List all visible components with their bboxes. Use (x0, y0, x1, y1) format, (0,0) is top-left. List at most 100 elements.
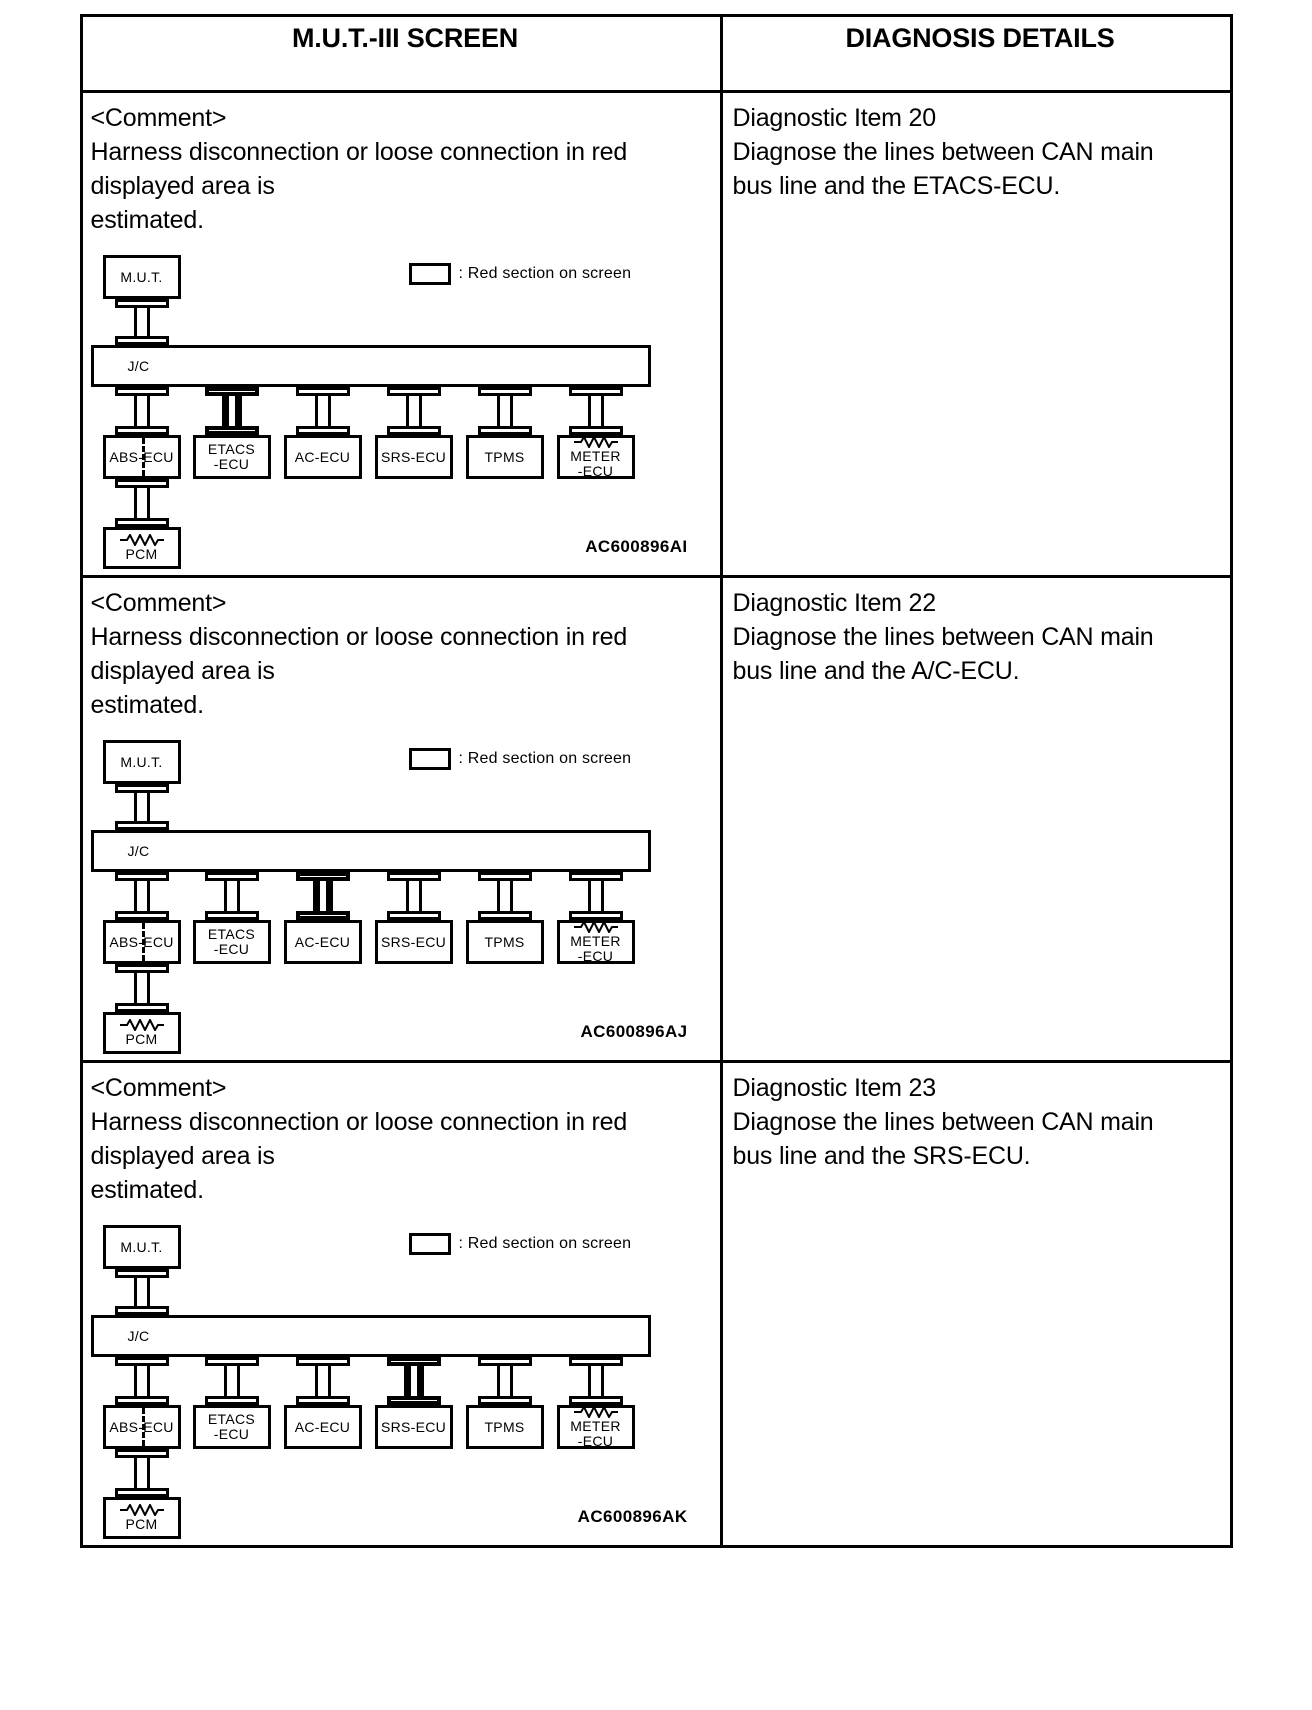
connector-wire (314, 394, 331, 428)
connector-plate-top (386, 1357, 441, 1366)
screen-cell: <Comment> Harness disconnection or loose… (79, 575, 723, 1063)
connector-wire (133, 879, 150, 913)
node-meter-ecu: METER -ECU (556, 435, 635, 479)
node-meter-ecu-label-1: METER (570, 447, 621, 464)
connector-plate-top (568, 387, 623, 396)
node-mut-label: M.U.T. (120, 268, 163, 285)
connector-jc-meter (568, 1357, 623, 1405)
node-srs-ecu-label: SRS-ECU (380, 933, 447, 950)
diagnosis-table: M.U.T.-III SCREEN DIAGNOSIS DETAILS <Com… (79, 14, 1233, 1548)
node-tpms-label: TPMS (484, 448, 525, 465)
details-line-3: bus line and the ETACS-ECU. (732, 172, 1061, 200)
comment-text: <Comment> Harness disconnection or loose… (91, 586, 710, 722)
connector-plate-top (295, 387, 350, 396)
node-jc: J/C (90, 830, 651, 872)
node-abs-ecu: ABS-ECU (102, 1405, 181, 1449)
details-line-2: Diagnose the lines between CAN main (732, 623, 1154, 651)
connector-plate-top (477, 1357, 532, 1366)
comment-title: <Comment> (90, 104, 227, 132)
connector-plate-bottom (114, 1306, 169, 1315)
connector-jc-abs (114, 872, 169, 920)
node-etacs-ecu-label-1: ETACS (207, 441, 256, 457)
connector-wire (133, 486, 150, 520)
node-srs-ecu: SRS-ECU (374, 1405, 453, 1449)
connector-wire (223, 1364, 240, 1398)
connector-plate-top (477, 387, 532, 396)
connector-wire (314, 1364, 331, 1398)
legend: : Red section on screen (408, 748, 632, 770)
connector-wire (223, 879, 240, 913)
resistor-icon (119, 1504, 164, 1516)
connector-plate-top (386, 387, 441, 396)
network-diagram: : Red section on screen M.U.T. J/C (90, 1219, 706, 1539)
connector-wire (405, 879, 422, 913)
comment-line-1: Harness disconnection or loose connectio… (90, 138, 628, 166)
connector-plate-top (114, 964, 169, 973)
connector-wire (587, 1364, 604, 1398)
connector-plate-bottom (114, 336, 169, 345)
table-header-row: M.U.T.-III SCREEN DIAGNOSIS DETAILS (79, 14, 1233, 93)
node-etacs-ecu: ETACS -ECU (192, 920, 271, 964)
node-pcm: PCM (102, 1012, 181, 1054)
node-srs-ecu: SRS-ECU (374, 435, 453, 479)
connector-jc-abs (114, 387, 169, 435)
connector-mut-jc (114, 784, 169, 830)
table-row: <Comment> Harness disconnection or loose… (79, 90, 1233, 578)
details-line-2: Diagnose the lines between CAN main (732, 1108, 1154, 1136)
abs-divider (141, 438, 145, 476)
connector-plate-bottom (477, 1396, 532, 1405)
node-etacs-ecu: ETACS -ECU (192, 435, 271, 479)
node-etacs-ecu-label-1: ETACS (207, 1411, 256, 1427)
node-tpms-label: TPMS (484, 1418, 525, 1435)
connector-abs-pcm (114, 1449, 169, 1497)
diagram-id-code: AC600896AJ (580, 1022, 688, 1041)
connector-jc-etacs (204, 872, 259, 920)
network-diagram: : Red section on screen M.U.T. J/C (90, 249, 706, 569)
node-jc: J/C (90, 1315, 651, 1357)
connector-jc-ac (295, 872, 350, 920)
comment-text: <Comment> Harness disconnection or loose… (91, 1071, 710, 1207)
connector-jc-meter (568, 872, 623, 920)
connector-plate-top (114, 479, 169, 488)
connector-wire (133, 791, 150, 823)
connector-plate-bottom (114, 821, 169, 830)
node-ac-ecu: AC-ECU (283, 435, 362, 479)
comment-line-2: displayed area is (90, 1142, 275, 1170)
node-meter-ecu-label-1: METER (570, 932, 621, 949)
connector-plate-top (204, 387, 259, 396)
connector-abs-pcm (114, 964, 169, 1012)
node-pcm-label: PCM (125, 1516, 158, 1532)
connector-plate-bottom (204, 1396, 259, 1405)
comment-block: <Comment> Harness disconnection or loose… (83, 93, 720, 575)
node-abs-ecu-label: ABS-ECU (109, 933, 174, 950)
abs-divider (141, 923, 145, 961)
legend-swatch-icon (408, 263, 451, 285)
node-etacs-ecu-label-2: -ECU (213, 456, 250, 472)
node-pcm-label: PCM (125, 546, 158, 562)
connector-plate-bottom (114, 1396, 169, 1405)
node-jc-label: J/C (127, 357, 150, 374)
node-mut-label: M.U.T. (120, 753, 163, 770)
node-srs-ecu-label: SRS-ECU (380, 1418, 447, 1435)
connector-wire (496, 1364, 513, 1398)
connector-jc-etacs (204, 387, 259, 435)
connector-wire (496, 879, 513, 913)
comment-line-1: Harness disconnection or loose connectio… (90, 623, 628, 651)
node-abs-ecu-label: ABS-ECU (109, 1418, 174, 1435)
node-srs-ecu: SRS-ECU (374, 920, 453, 964)
resistor-icon (119, 1019, 164, 1031)
node-pcm: PCM (102, 527, 181, 569)
connector-jc-tpms (477, 872, 532, 920)
node-mut-label: M.U.T. (120, 1238, 163, 1255)
connector-plate-top (114, 784, 169, 793)
screen-cell: <Comment> Harness disconnection or loose… (79, 1060, 723, 1548)
connector-jc-meter (568, 387, 623, 435)
node-tpms: TPMS (465, 435, 544, 479)
header-label-details: DIAGNOSIS DETAILS (845, 23, 1115, 53)
node-mut: M.U.T. (102, 255, 181, 299)
connector-plate-top (295, 1357, 350, 1366)
connector-plate-top (568, 872, 623, 881)
node-meter-ecu-label-2: -ECU (577, 462, 614, 479)
connector-jc-srs (386, 387, 441, 435)
